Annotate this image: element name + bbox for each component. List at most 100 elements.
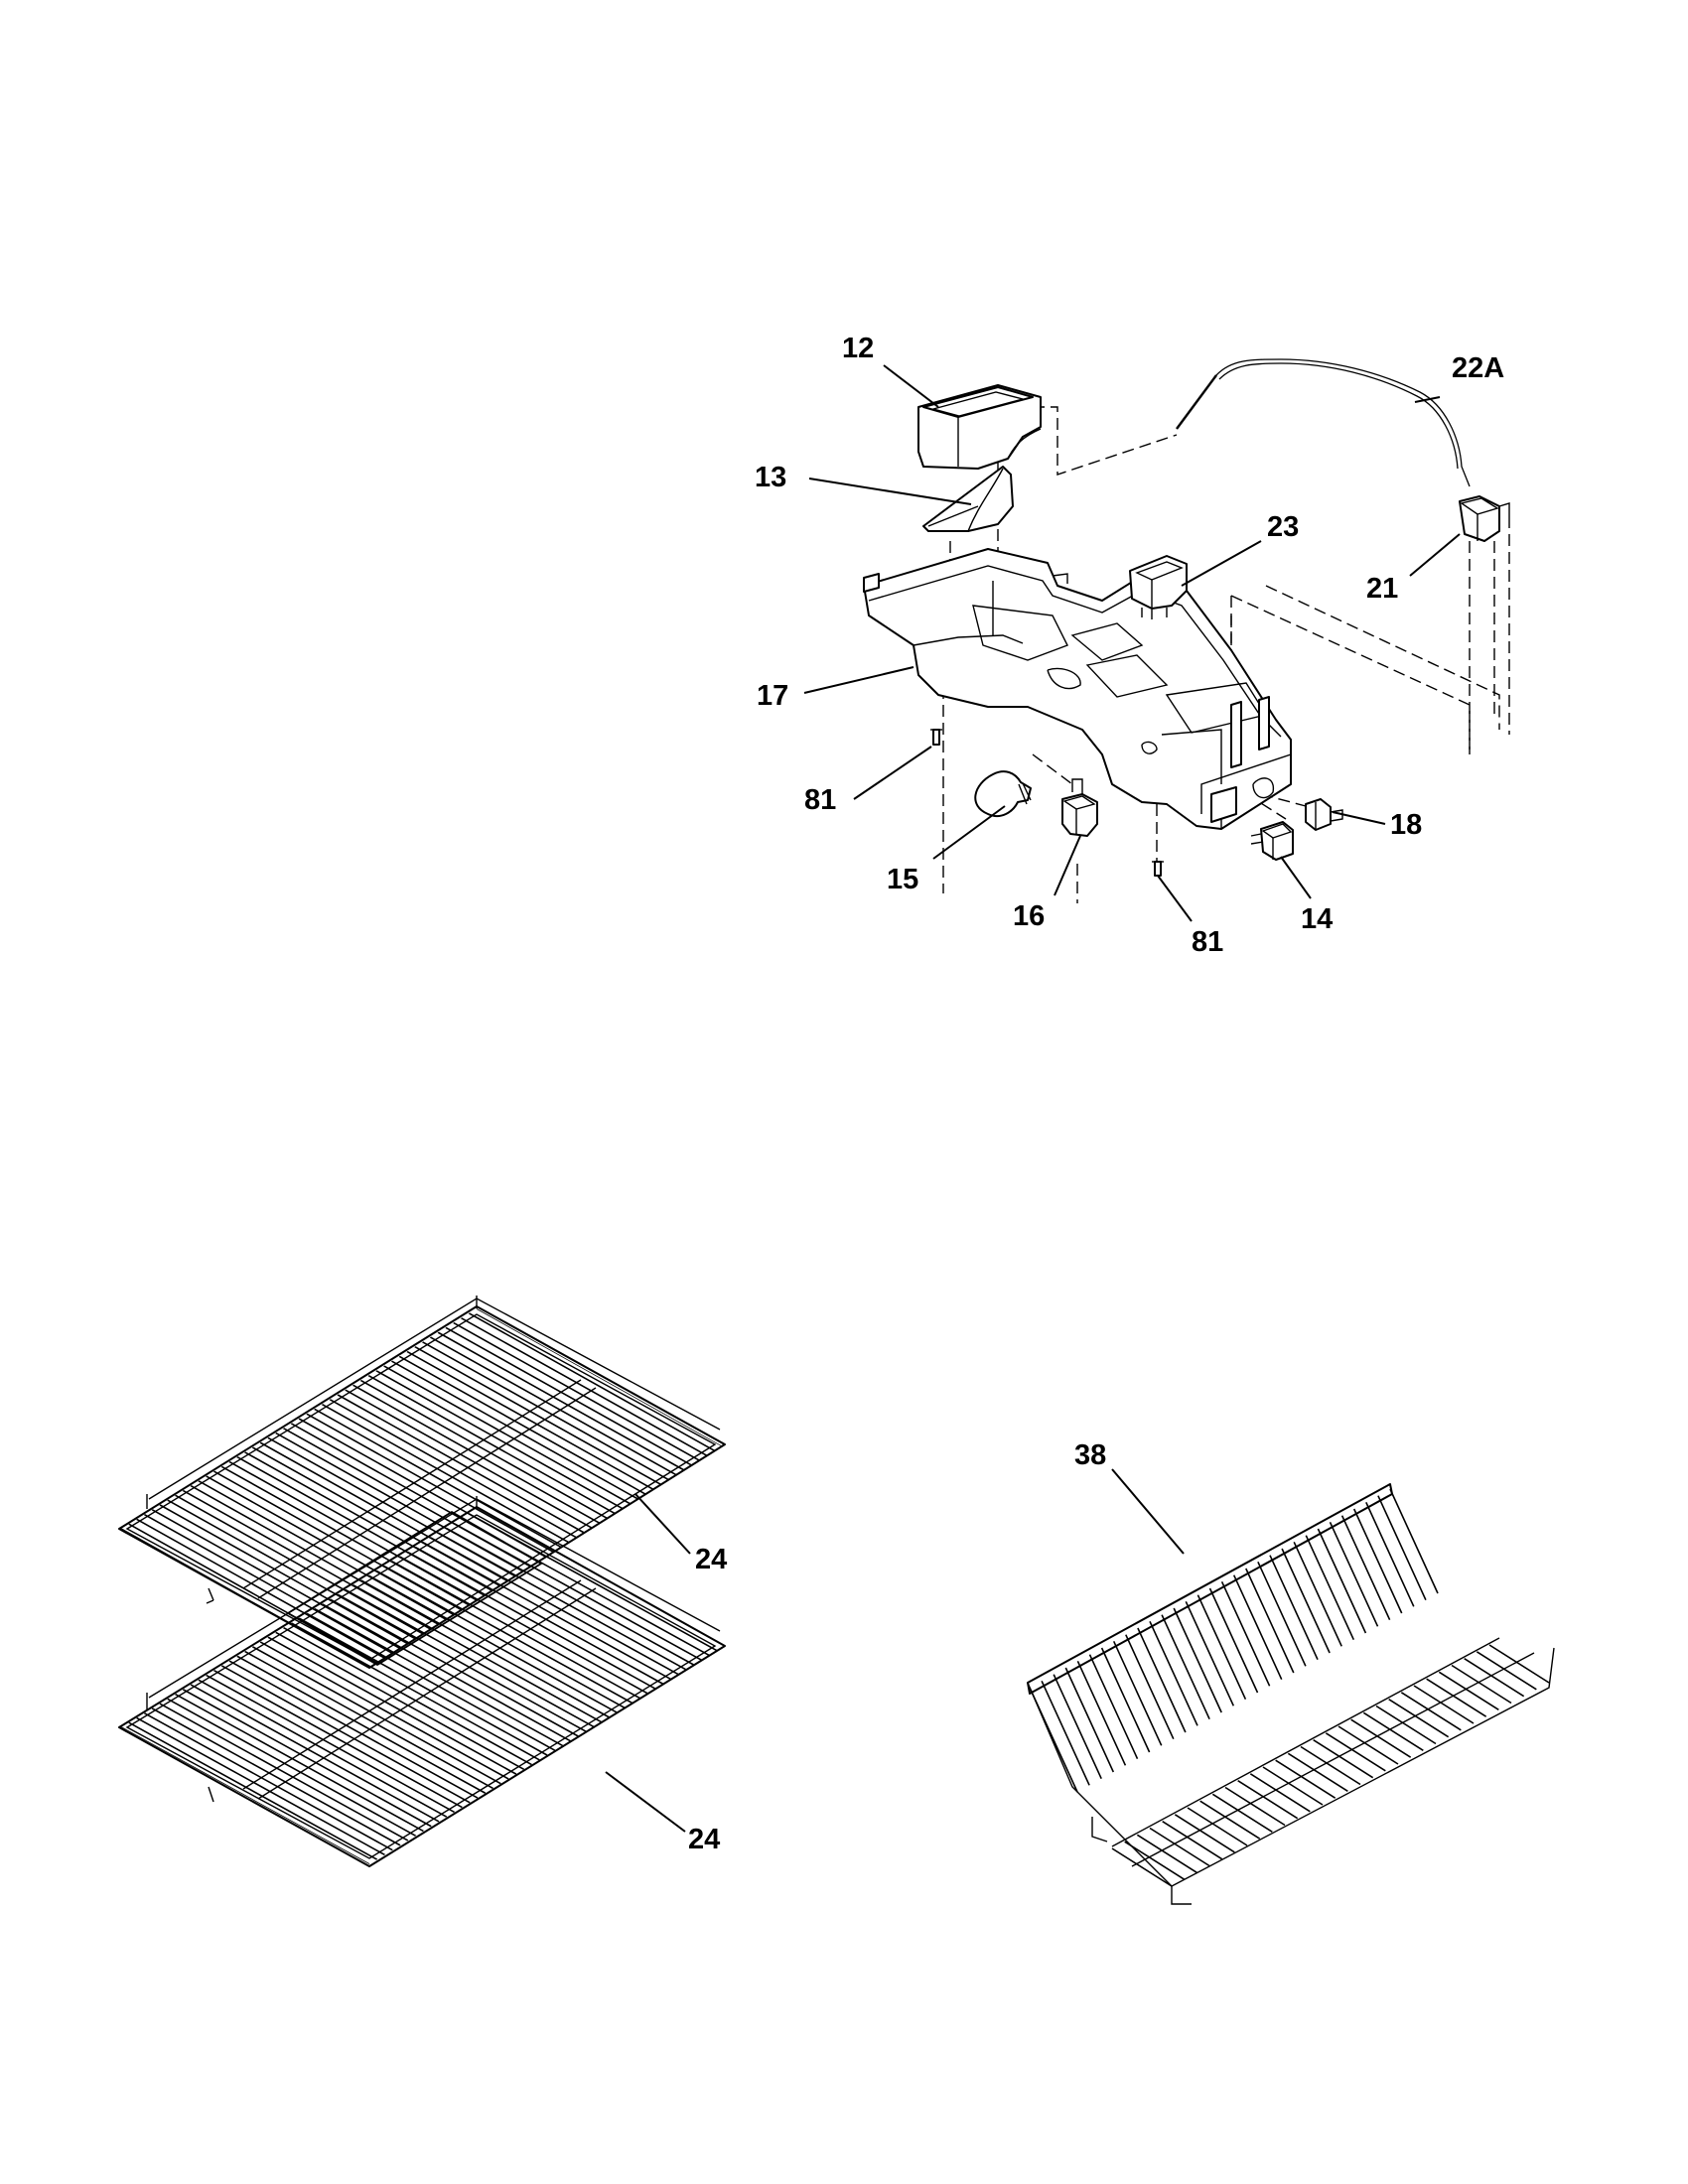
shelf-wire-rod <box>437 1331 687 1472</box>
part-14-light-switch <box>1250 821 1294 861</box>
callout-21: 21 <box>1366 573 1398 605</box>
basket-wire-rod <box>1224 1786 1286 1827</box>
basket-wire-rod <box>1112 1641 1163 1746</box>
shelf-wire-rod <box>329 1398 579 1540</box>
basket-wire-rod <box>1136 1834 1197 1874</box>
basket-wire-rod <box>1124 1841 1186 1880</box>
basket-wire-rod <box>1388 1698 1450 1738</box>
wire-basket <box>1027 1483 1555 1905</box>
shelf-wire-rod <box>461 1517 710 1657</box>
shelf-wire-rod <box>453 1522 703 1662</box>
part-21-thermostat <box>1459 495 1510 542</box>
shelf-wire-rod <box>190 1484 440 1626</box>
shelf-wire-rod <box>220 1665 471 1804</box>
shelf-wire-rod <box>445 1326 695 1468</box>
basket-wire-rod <box>1269 1555 1319 1660</box>
basket-wire-rod <box>1196 1594 1247 1700</box>
shelf-wire-rod <box>383 1565 633 1705</box>
basket-wire-rod <box>1245 1568 1295 1674</box>
callout-24-upper: 24 <box>695 1544 727 1575</box>
shelf-wire-rod <box>213 1669 463 1809</box>
shelf-wire-rod <box>159 1504 409 1645</box>
shelf-wire-rod <box>367 1374 618 1516</box>
shelf-wire-rod <box>159 1703 409 1842</box>
basket-wire-rod <box>1125 1634 1175 1739</box>
shelf-wire-rod <box>298 1617 548 1756</box>
basket-wire-rod <box>1187 1807 1248 1846</box>
basket-wire-rod <box>1174 1814 1235 1853</box>
shelf-wire-rod <box>151 1508 401 1650</box>
shelf-wire-rod <box>375 1370 626 1511</box>
shelf-wire-rod <box>167 1698 417 1838</box>
shelf-wire-rod <box>198 1679 448 1818</box>
callout-15: 15 <box>887 864 918 895</box>
wire-shelf-upper <box>118 1296 726 1669</box>
basket-wire-rod <box>1088 1654 1139 1759</box>
shelf-wire-rod <box>352 1583 602 1723</box>
part-12-housing-cover <box>917 384 1042 470</box>
shelf-wire-rod <box>259 1641 509 1780</box>
shelf-wire-rod <box>306 1413 556 1554</box>
basket-wire-rod <box>1313 1738 1374 1779</box>
shelf-wire-rod <box>182 1489 432 1631</box>
callout-23: 23 <box>1267 511 1299 543</box>
callout-81-left: 81 <box>804 784 836 816</box>
shelf-wire-rod <box>352 1384 602 1525</box>
callout-16: 16 <box>1013 900 1045 932</box>
control-housing-assembly: 12 13 22A 23 21 17 81 18 15 16 14 81 <box>755 333 1510 958</box>
shelf-wire-rod <box>337 1593 587 1732</box>
shelf-wire-rod <box>429 1336 679 1477</box>
basket-wire-rod <box>1137 1627 1187 1733</box>
basket-wire-rod <box>1161 1614 1210 1719</box>
basket-wire-rod <box>1426 1678 1487 1717</box>
basket-wire-rod <box>1438 1671 1499 1711</box>
basket-wire-rod <box>1287 1752 1348 1793</box>
basket-wire-rod <box>1340 1515 1391 1620</box>
basket-wire-rod <box>1053 1674 1102 1779</box>
shelf-wire-rod <box>345 1588 595 1728</box>
part-17-control-housing <box>863 548 1292 830</box>
shelf-wire-rod <box>383 1365 633 1506</box>
shelf-wire-rod <box>143 1711 393 1851</box>
leader-lines <box>803 364 1461 922</box>
basket-wire-rod <box>1488 1644 1550 1684</box>
basket-wire-rod <box>1249 1773 1311 1813</box>
shelf-wire-rod <box>391 1560 640 1700</box>
shelf-wire-rod <box>314 1607 563 1747</box>
shelf-wire-rod <box>128 1721 378 1860</box>
callout-13: 13 <box>755 462 786 493</box>
shelf-wire-rod <box>406 1551 656 1690</box>
shelf-wire-rod <box>236 1655 487 1794</box>
shelf-wire-rod <box>206 1674 455 1814</box>
basket-wire-rod <box>1149 1827 1210 1867</box>
shelf-wire-rod <box>136 1716 385 1856</box>
shelf-wire-rod <box>182 1689 432 1828</box>
basket-wire-rod <box>1377 1495 1427 1600</box>
basket-wire-rod <box>1362 1711 1424 1752</box>
shelf-wire-rod <box>345 1389 595 1530</box>
shelf-wire-rod <box>321 1403 571 1545</box>
shelf-wire-rod <box>468 1312 718 1453</box>
basket-wire-rod <box>1211 1793 1273 1834</box>
shelf-wire-rod <box>359 1379 610 1521</box>
part-16-light-socket <box>1061 778 1098 837</box>
basket-wire-rod <box>1111 1847 1173 1887</box>
callout-18: 18 <box>1390 809 1422 841</box>
basket-wire-rod <box>1317 1528 1367 1634</box>
basket-wire-rod <box>1100 1647 1151 1753</box>
shelf-wire-rod <box>167 1499 417 1640</box>
callout-14: 14 <box>1301 903 1333 935</box>
basket-wire-rod <box>1350 1718 1412 1758</box>
shelf-wire-rod <box>198 1480 448 1621</box>
shelf-wire-rod <box>275 1631 525 1771</box>
basket-wire-rod <box>1162 1820 1223 1860</box>
part-15-light-bulb <box>974 770 1032 818</box>
basket-wire-rod <box>1375 1705 1437 1745</box>
shelf-wire-rod <box>136 1518 385 1660</box>
basket-wire-rod <box>1076 1661 1127 1766</box>
basket-wire-rod <box>1325 1732 1386 1772</box>
shelf-wire-rod <box>375 1570 626 1708</box>
shelf-wire-rod <box>337 1394 587 1535</box>
basket-wire-rod <box>1041 1681 1090 1786</box>
shelf-wire-rod <box>206 1475 455 1616</box>
